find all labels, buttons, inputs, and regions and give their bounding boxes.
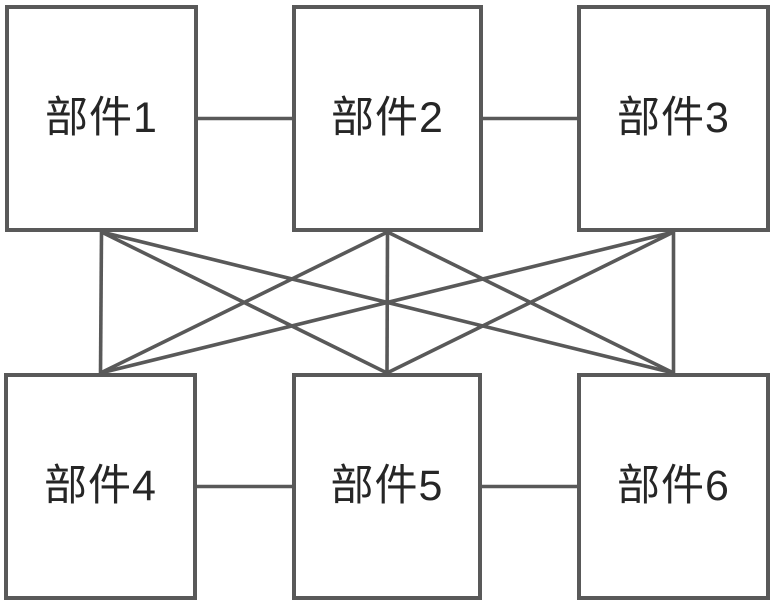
edge-1-4 <box>98 231 104 374</box>
edge-3-4 <box>100 230 674 375</box>
diagram-node-6: 部件6 <box>577 373 770 600</box>
diagram-node-1: 部件1 <box>5 5 198 232</box>
diagram-node-label-2: 部件2 <box>331 94 444 142</box>
diagram-node-3: 部件3 <box>577 5 770 232</box>
diagram-node-label-5: 部件5 <box>330 462 444 510</box>
diagram-node-label-6: 部件6 <box>617 462 730 510</box>
edge-3-5 <box>386 230 675 375</box>
diagram-node-2: 部件2 <box>292 5 483 232</box>
edge-2-4 <box>99 230 389 375</box>
diagram-node-label-3: 部件3 <box>617 94 730 142</box>
diagram-node-label-4: 部件4 <box>44 462 157 510</box>
diagram-node-5: 部件5 <box>292 373 482 600</box>
diagram-node-4: 部件4 <box>4 373 197 600</box>
diagram-node-label-1: 部件1 <box>45 94 158 142</box>
